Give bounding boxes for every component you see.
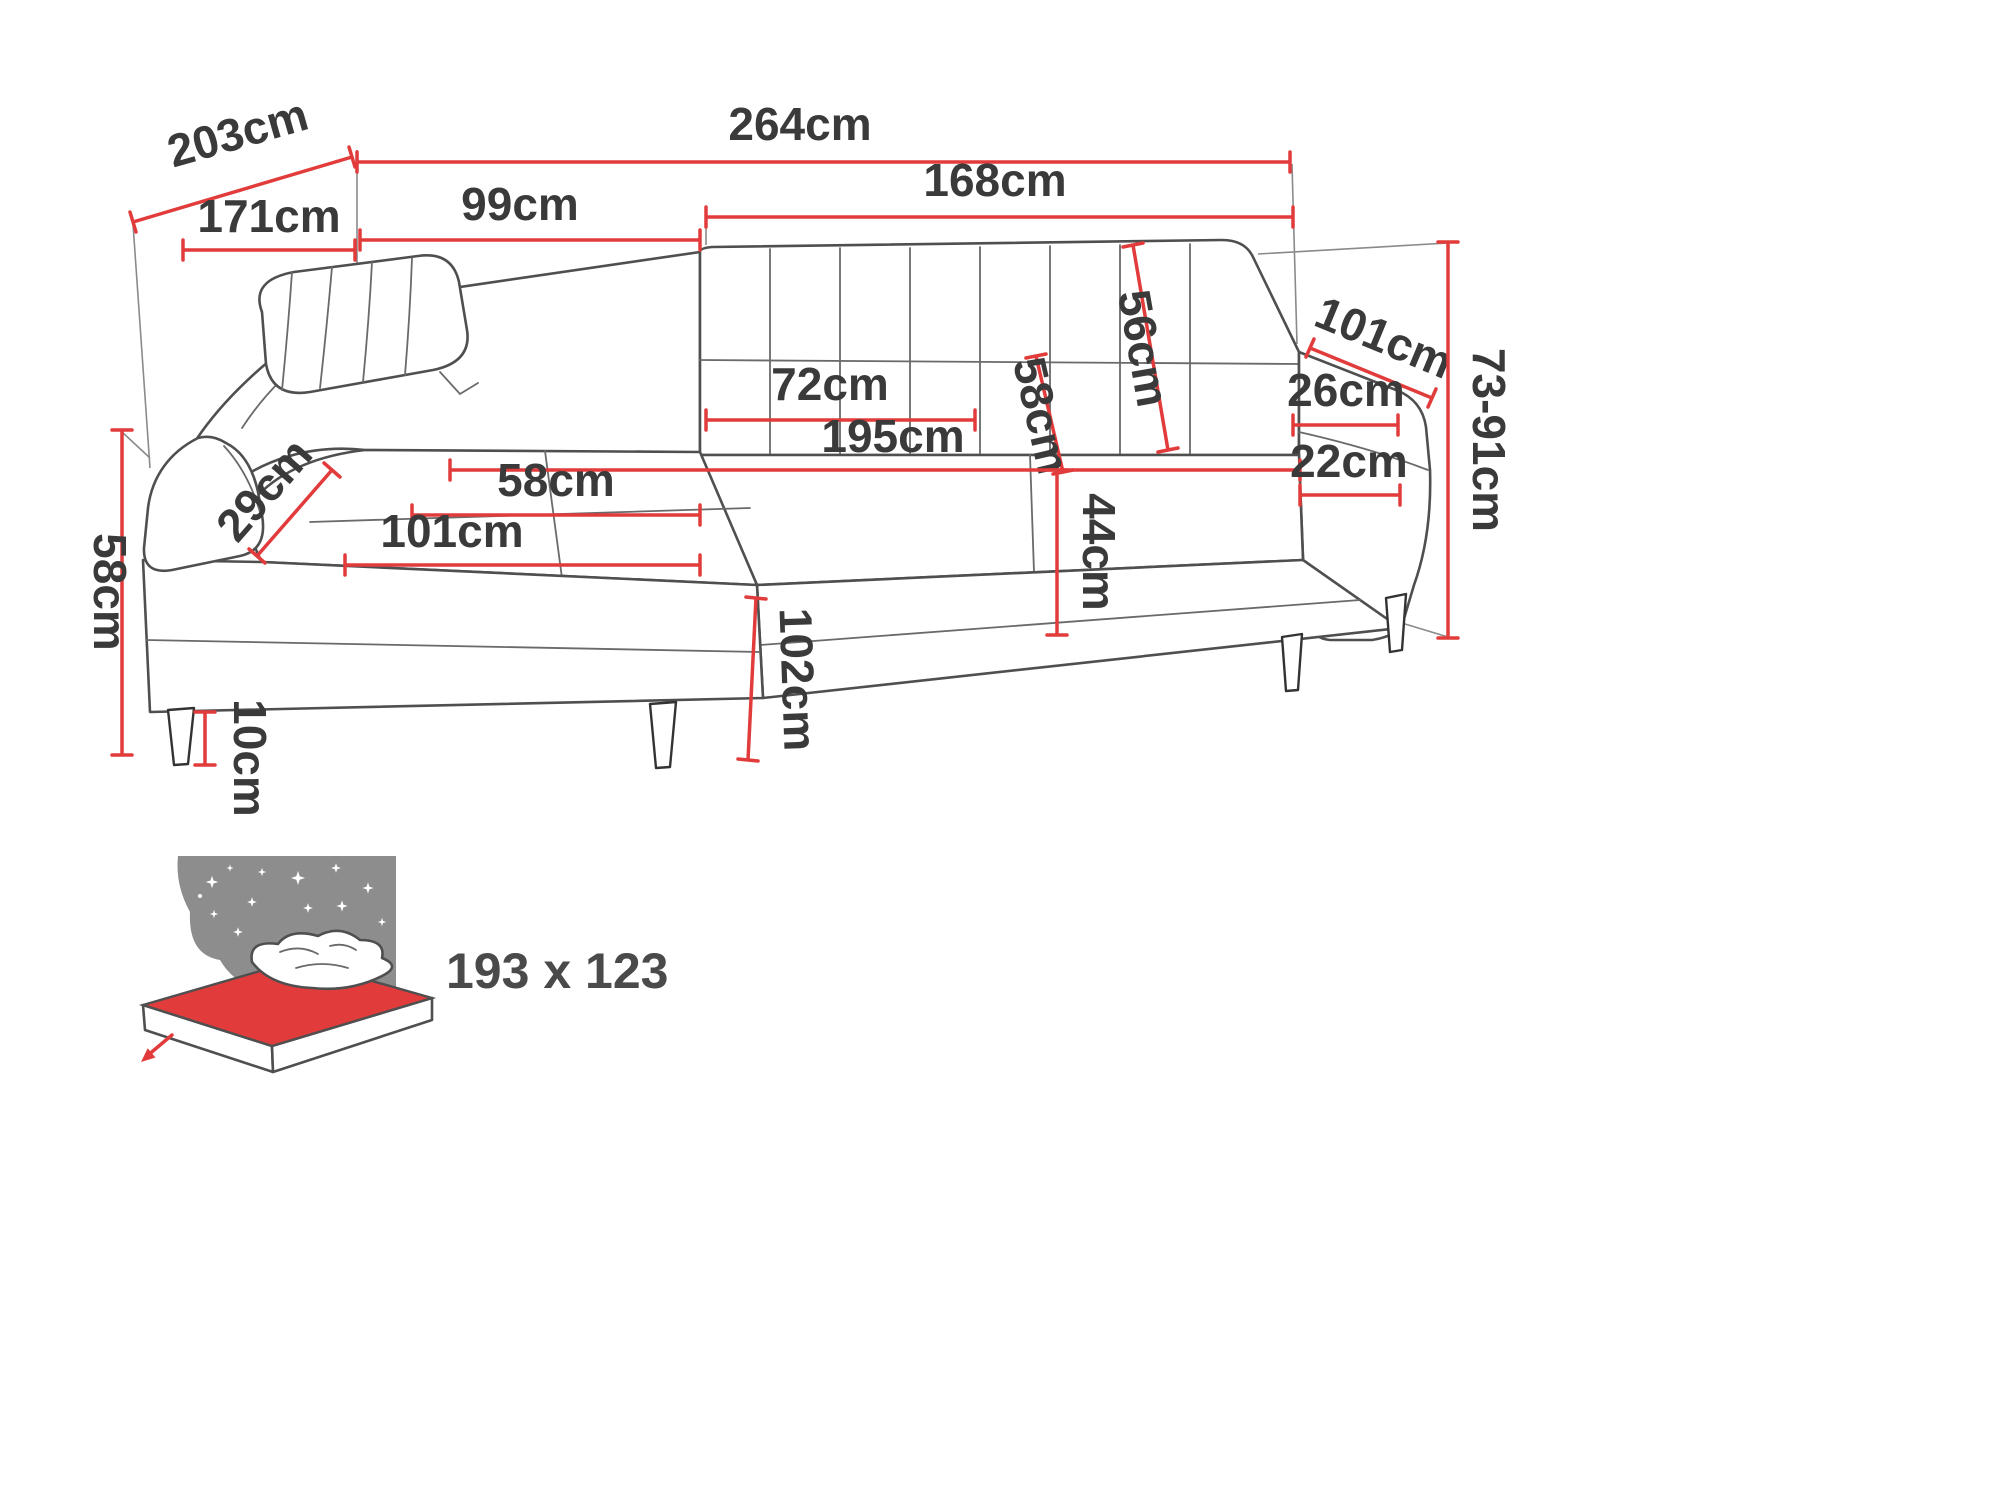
dimension-line <box>1304 337 1438 409</box>
dimension-right-width: 168cm <box>704 154 1295 229</box>
bed-with-stars-icon: 193 x 123 <box>0 856 668 1074</box>
chaise-front <box>141 558 765 714</box>
sofa-leg <box>166 706 196 767</box>
dimension-line <box>355 150 1292 174</box>
dimension-label: 10cm <box>224 699 276 817</box>
dimension-line <box>193 710 217 767</box>
dimension-line <box>128 145 357 234</box>
dimension-back-depth: 171cm <box>181 190 357 262</box>
dimension-overall-height: 73-91cm <box>1436 240 1515 640</box>
dimension-line <box>704 408 977 432</box>
dimension-line <box>358 228 702 252</box>
seat-cushion-divider <box>1029 454 1035 573</box>
dimension-line <box>1298 483 1402 507</box>
dimension-label: 102cm <box>770 607 827 752</box>
dimension-line <box>1121 241 1180 454</box>
dimension-seat-section-width: 72cm <box>704 358 977 432</box>
sofa-leg <box>1384 592 1408 654</box>
dimension-label: 101cm <box>380 505 523 557</box>
left-armrest <box>142 435 265 573</box>
headrest-pillow <box>258 254 469 395</box>
dimension-line <box>448 458 1302 482</box>
sofa-leg <box>1280 632 1304 693</box>
dimension-line <box>410 503 702 527</box>
sleeping-area-size-label: 193 x 123 <box>446 943 668 999</box>
dimension-label: 73-91cm <box>1463 348 1515 532</box>
dimension-line <box>343 553 702 577</box>
backrest <box>698 238 1301 457</box>
dimension-label: 171cm <box>197 190 340 242</box>
dimension-total-width: 264cm <box>355 98 1292 174</box>
dimension-line <box>736 595 768 763</box>
headrest-bracket <box>439 371 479 396</box>
dimension-label: 26cm <box>1287 364 1405 416</box>
duvet-folds <box>279 943 357 969</box>
sofa-base-seam <box>759 599 1361 646</box>
dimension-chaise-depth: 102cm <box>736 595 827 763</box>
dimension-label: 264cm <box>728 98 871 150</box>
dimension-line <box>1291 413 1400 437</box>
left-armrest-ridge <box>223 445 261 513</box>
dimension-line <box>247 461 342 565</box>
dimension-label: 72cm <box>771 358 889 410</box>
dimension-line <box>1436 240 1460 640</box>
backrest-tuft-lines <box>769 243 1191 456</box>
dimension-label: 99cm <box>461 178 579 230</box>
dimension-label: 203cm <box>162 88 314 177</box>
dimension-label: 168cm <box>923 154 1066 206</box>
dimension-right-armrest-side: 22cm <box>1290 435 1408 507</box>
dimension-label: 195cm <box>821 410 964 462</box>
dimension-label: 58cm <box>497 454 615 506</box>
dimension-line <box>181 238 357 262</box>
right-armrest-ridge <box>1298 431 1429 471</box>
dimension-corner-back-width: 99cm <box>358 178 702 252</box>
backrest-horizontal-seam <box>699 359 1300 365</box>
dimension-seat-width: 195cm <box>448 410 1302 482</box>
dimension-seat-inner-height: 44cm <box>1045 468 1125 637</box>
dimension-line <box>704 205 1295 229</box>
dimension-left-side-height: 58cm <box>84 428 136 757</box>
dimension-chaise-seat-width: 58cm <box>410 454 702 527</box>
duvet-and-pillows <box>250 929 394 991</box>
dimension-label: 22cm <box>1290 435 1408 487</box>
dimension-line <box>1045 468 1069 637</box>
dimension-leg-height: 10cm <box>193 699 276 817</box>
dimension-right-armrest-width: 26cm <box>1287 364 1405 437</box>
headrest-tuft-lines <box>281 257 413 391</box>
dimension-label: 58cm <box>84 533 136 651</box>
sofa-leg <box>648 700 678 770</box>
extension-lines <box>121 150 1449 638</box>
dimension-line <box>110 428 134 757</box>
dimension-chaise-width: 101cm <box>343 505 702 577</box>
unfold-arrow-head <box>141 1048 156 1062</box>
chaise-front-seam <box>145 639 761 653</box>
dimension-label: 44cm <box>1073 493 1125 611</box>
